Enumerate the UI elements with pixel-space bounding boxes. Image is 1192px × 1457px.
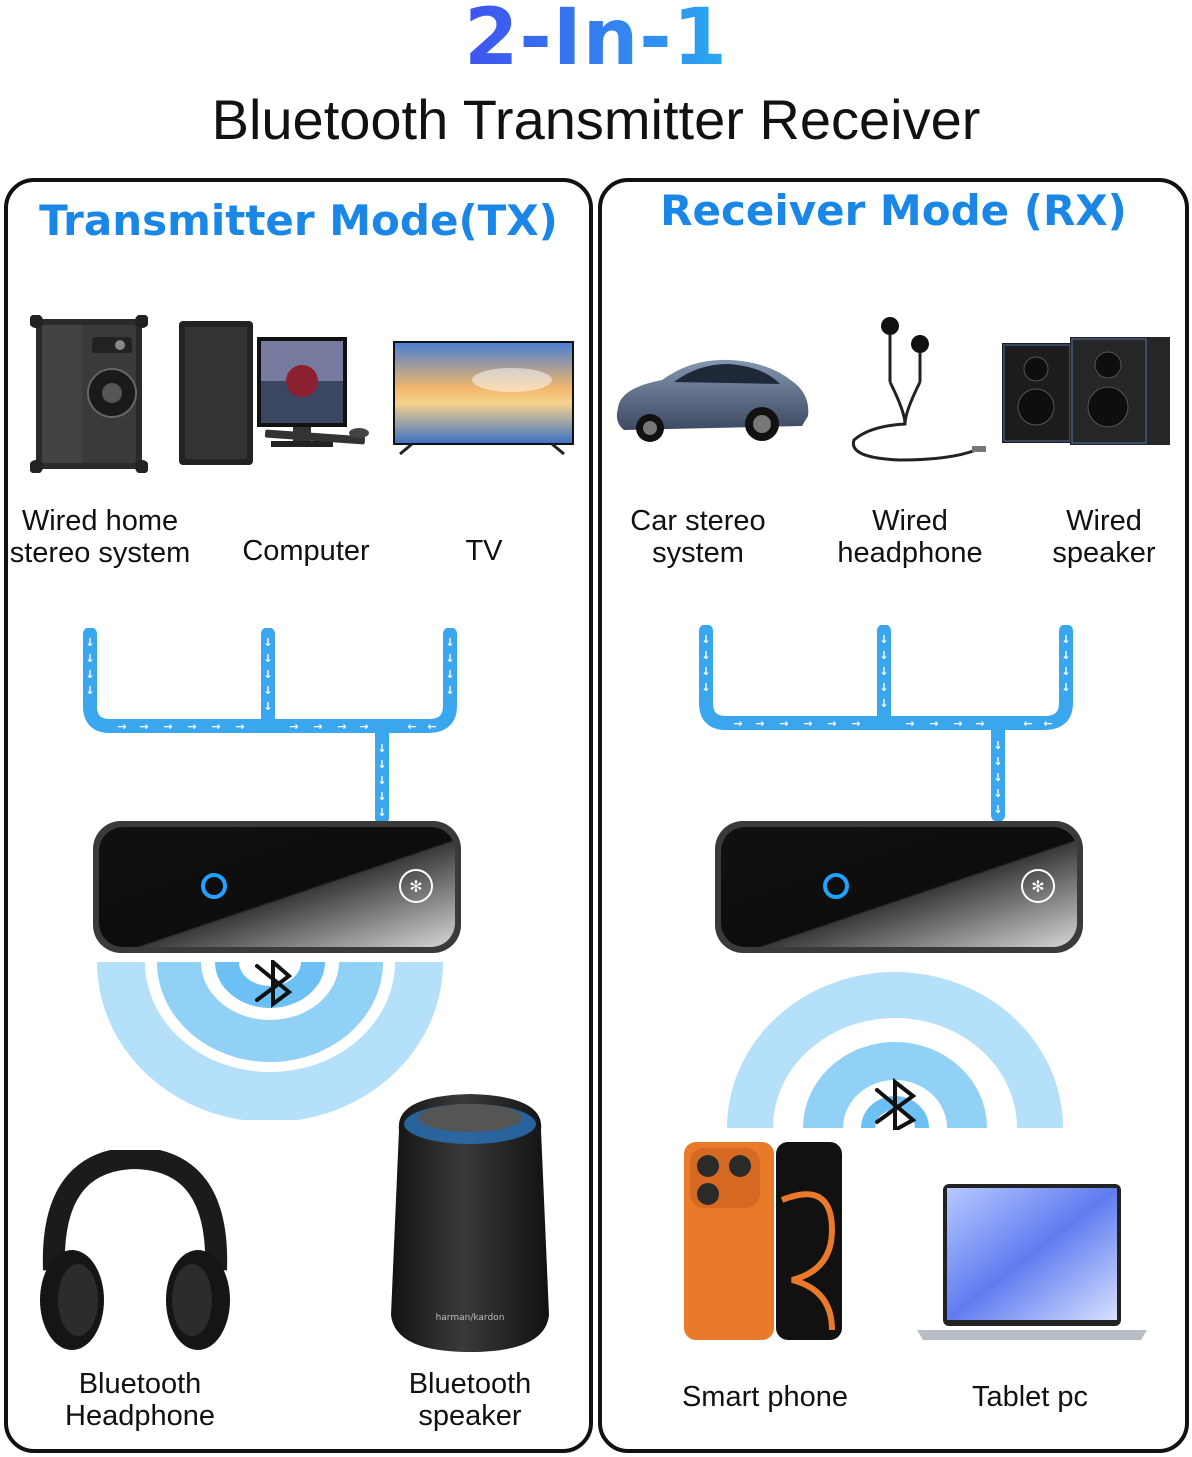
svg-text:←: ← [1043, 717, 1052, 730]
svg-text:↓: ↓ [879, 649, 888, 662]
svg-text:→: → [359, 720, 368, 733]
svg-text:↓: ↓ [993, 787, 1002, 800]
svg-text:→: → [313, 720, 322, 733]
svg-text:→: → [235, 720, 244, 733]
transmitter-signal-flow: ↓ ↓ ↓ ↓ ↓ ↓ ↓ ↓ ↓ ↓ ↓ ↓ ↓ → → → → → → → → → → ← ← ↓ ↓ ↓ ↓ ↓ [83, 628, 457, 825]
svg-text:↓: ↓ [1061, 665, 1070, 678]
svg-text:↓: ↓ [85, 652, 94, 665]
svg-text:↓: ↓ [377, 758, 386, 771]
svg-text:↓: ↓ [879, 665, 888, 678]
bookshelf-speakers-icon [1002, 337, 1170, 445]
svg-text:→: → [827, 717, 836, 730]
receiver-signal-flow: ↓ ↓ ↓ ↓ ↓ ↓ ↓ ↓ ↓ ↓ ↓ ↓ ↓ → → → → → → → → → → ← ← ↓ ↓ ↓ ↓ ↓ [699, 625, 1073, 822]
svg-text:→: → [851, 717, 860, 730]
svg-text:↓: ↓ [263, 700, 272, 713]
svg-text:→: → [211, 720, 220, 733]
svg-text:↓: ↓ [445, 684, 454, 697]
transmitter-device: ✻ [93, 821, 461, 953]
target-label-smart-phone: Smart phone [681, 1381, 849, 1413]
svg-text:↓: ↓ [993, 803, 1002, 816]
svg-text:↓: ↓ [879, 697, 888, 710]
svg-text:↓: ↓ [377, 790, 386, 803]
car-icon [616, 359, 809, 442]
svg-text:↓: ↓ [263, 652, 272, 665]
television-icon [393, 341, 574, 456]
svg-text:→: → [779, 717, 788, 730]
svg-text:→: → [139, 720, 148, 733]
source-label-computer: Computer [242, 535, 370, 567]
svg-text:↓: ↓ [263, 668, 272, 681]
svg-text:↓: ↓ [377, 742, 386, 755]
svg-text:↓: ↓ [263, 684, 272, 697]
svg-text:↓: ↓ [879, 681, 888, 694]
source-label-tv: TV [465, 535, 503, 567]
svg-text:→: → [755, 717, 764, 730]
svg-text:↓: ↓ [993, 771, 1002, 784]
svg-text:↓: ↓ [445, 636, 454, 649]
svg-text:←: ← [407, 720, 416, 733]
svg-text:↓: ↓ [263, 636, 272, 649]
receiver-mode-title: Receiver Mode (RX) [660, 186, 1127, 235]
svg-text:→: → [953, 717, 962, 730]
svg-text:←: ← [1023, 717, 1032, 730]
receiver-device: ✻ [715, 821, 1083, 953]
svg-text:→: → [905, 717, 914, 730]
svg-text:→: → [975, 717, 984, 730]
svg-text:↓: ↓ [993, 739, 1002, 752]
headline: 2-In-1 [0, 0, 1192, 77]
svg-text:→: → [187, 720, 196, 733]
svg-text:←: ← [427, 720, 436, 733]
transmitter-bluetooth-waves [97, 960, 443, 1120]
subtitle: Bluetooth Transmitter Receiver [211, 88, 981, 151]
svg-text:→: → [289, 720, 298, 733]
svg-text:↓: ↓ [701, 665, 710, 678]
svg-text:harman/kardon: harman/kardon [436, 1313, 505, 1323]
svg-text:→: → [733, 717, 742, 730]
svg-text:↓: ↓ [85, 636, 94, 649]
smartphone-icon [684, 1142, 842, 1340]
transmitter-mode-title: Transmitter Mode(TX) [39, 196, 558, 245]
headphones-icon [40, 1150, 230, 1350]
svg-text:→: → [337, 720, 346, 733]
svg-text:↓: ↓ [1061, 681, 1070, 694]
svg-text:↓: ↓ [879, 633, 888, 646]
earphones-icon [851, 317, 986, 462]
svg-text:↓: ↓ [85, 668, 94, 681]
svg-text:↓: ↓ [1061, 633, 1070, 646]
svg-text:✻: ✻ [409, 877, 422, 896]
svg-text:→: → [117, 720, 126, 733]
svg-text:↓: ↓ [445, 652, 454, 665]
svg-text:↓: ↓ [377, 806, 386, 819]
smart-speaker-icon: harman/kardon [391, 1094, 549, 1352]
svg-text:↓: ↓ [701, 649, 710, 662]
laptop-icon [917, 1184, 1147, 1340]
svg-text:↓: ↓ [1061, 649, 1070, 662]
svg-text:↓: ↓ [993, 755, 1002, 768]
svg-text:↓: ↓ [701, 681, 710, 694]
target-label-tablet-pc: Tablet pc [971, 1381, 1089, 1413]
svg-text:✻: ✻ [1031, 877, 1044, 896]
svg-text:↓: ↓ [377, 774, 386, 787]
svg-text:→: → [929, 717, 938, 730]
desktop-computer-icon [179, 321, 369, 465]
svg-text:→: → [163, 720, 172, 733]
floor-speaker-icon [30, 315, 148, 473]
svg-text:↓: ↓ [85, 684, 94, 697]
svg-text:→: → [803, 717, 812, 730]
receiver-bluetooth-waves [727, 972, 1063, 1130]
svg-text:↓: ↓ [701, 633, 710, 646]
svg-text:↓: ↓ [445, 668, 454, 681]
